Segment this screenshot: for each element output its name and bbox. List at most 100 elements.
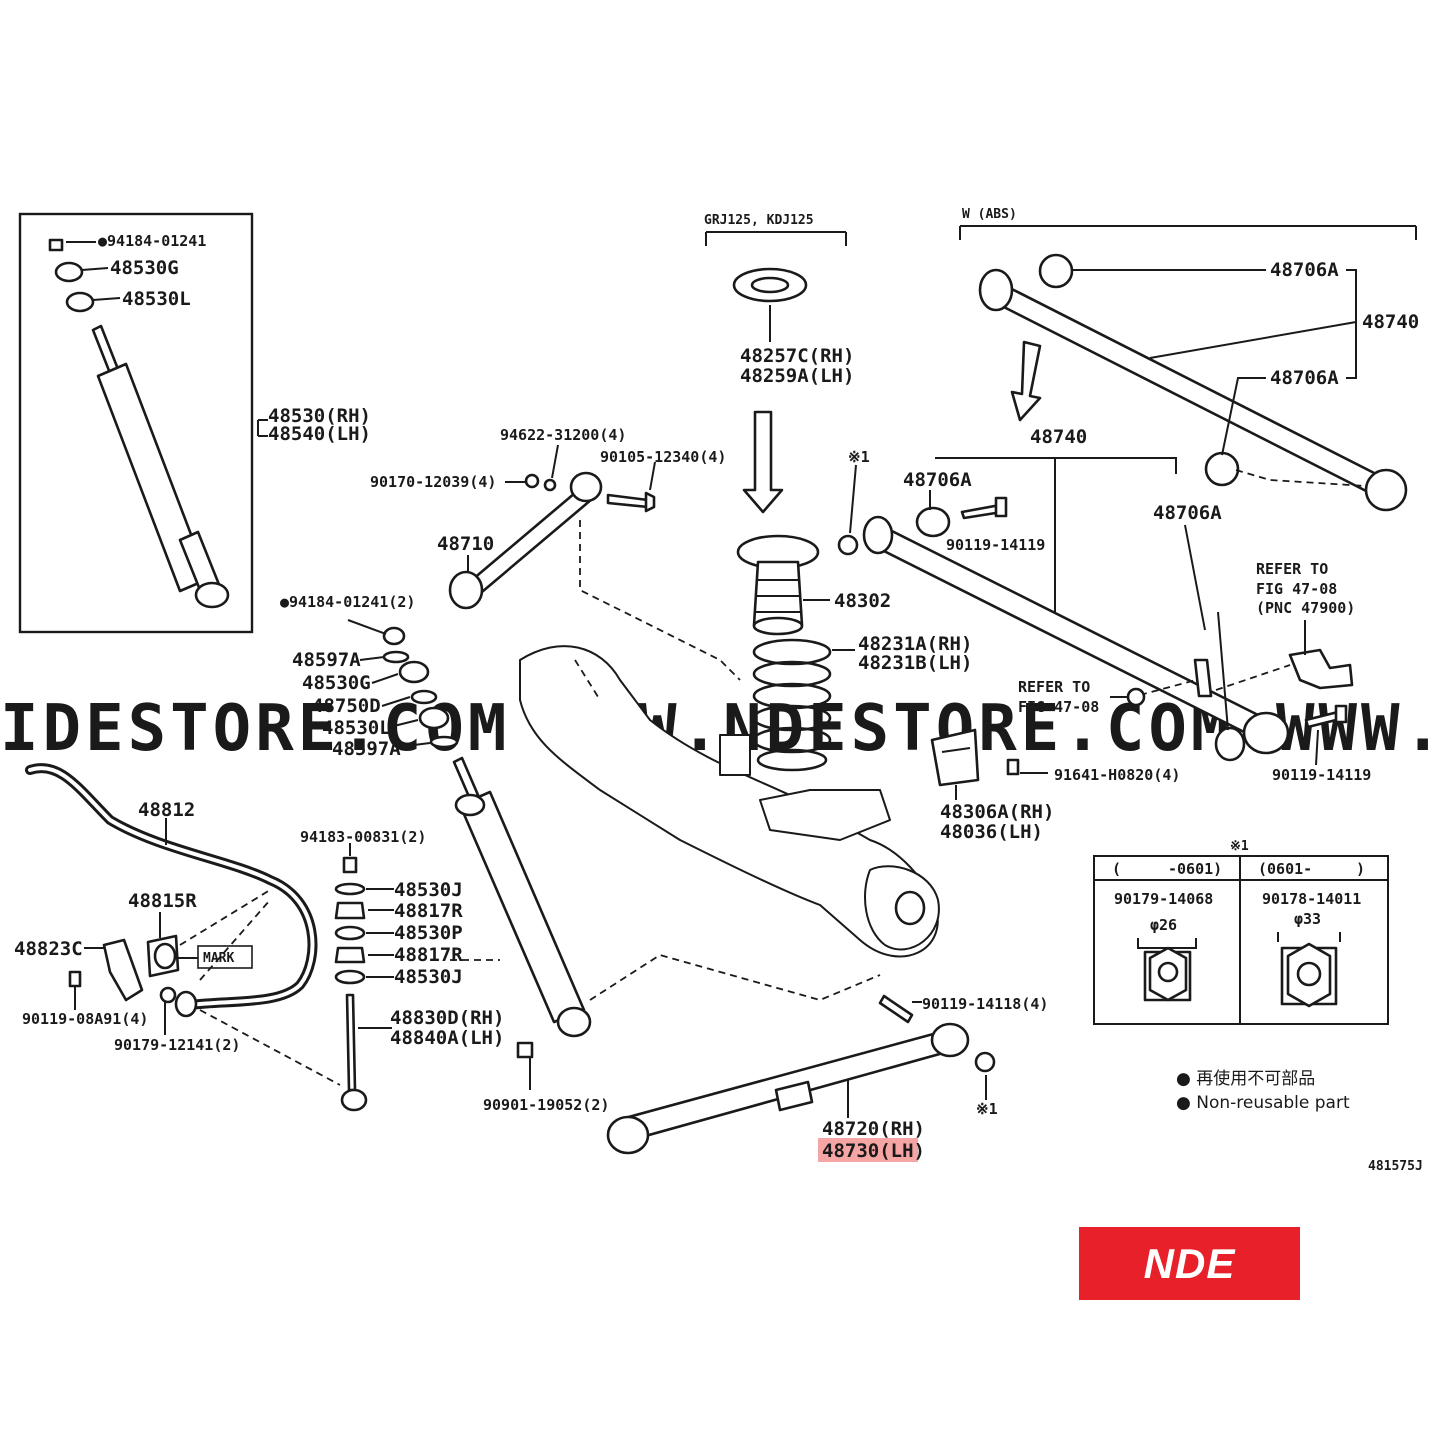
label-48710: 48710 <box>437 533 494 555</box>
label-48815r: 48815R <box>128 890 197 912</box>
label-48597a-2: 48597A <box>332 738 401 760</box>
lower-control-arm-48720[interactable] <box>606 994 970 1155</box>
label-90170: 90170-12039(4) <box>370 473 496 491</box>
assembly-arrow-center <box>742 410 784 514</box>
label-91641: 91641-H0820(4) <box>1054 766 1180 784</box>
bolt-91641[interactable] <box>1006 758 1020 776</box>
label-mark1-upper: ※1 <box>848 448 870 466</box>
table-col2-part: 90178-14011 <box>1262 890 1361 908</box>
label-90105: 90105-12340(4) <box>600 448 726 466</box>
label-94183: 94183-00831(2) <box>300 828 426 846</box>
label-48530g-top: 48530G <box>110 257 179 279</box>
highlight-48730 <box>818 1138 918 1162</box>
table-title: ※1 <box>1230 839 1249 854</box>
table-col2-size: φ33 <box>1294 910 1321 928</box>
label-48740-mid: 48740 <box>1030 426 1087 448</box>
lateral-control-rod-48710[interactable] <box>448 471 656 610</box>
label-48840a: 48840A(LH) <box>390 1027 504 1049</box>
label-48540lh: 48540(LH) <box>268 423 371 445</box>
table-col2-range: ) <box>1356 860 1365 878</box>
label-48706a-3: 48706A <box>903 469 972 491</box>
label-48812: 48812 <box>138 799 195 821</box>
stabilizer-bar-48812[interactable] <box>25 763 318 1018</box>
label-90901: 90901-19052(2) <box>483 1096 609 1114</box>
label-48530g-2: 48530G <box>302 672 371 694</box>
label-refer2-line2: FIG 47-08 <box>1018 698 1099 716</box>
shock-inset-frame <box>18 212 254 634</box>
table-col1-size: φ26 <box>1150 916 1177 934</box>
label-48530l-2: 48530L <box>322 717 391 739</box>
stabilizer-link-stack[interactable] <box>334 856 368 1112</box>
table-col1-range: -0601) <box>1168 860 1222 878</box>
bolt-90901[interactable] <box>516 1041 534 1059</box>
label-48730: 48730(LH) <box>822 1140 925 1162</box>
label-refer1-line2: FIG 47-08 <box>1256 580 1337 598</box>
rear-axle-housing <box>519 645 940 958</box>
coil-spring-48231[interactable] <box>752 638 832 772</box>
label-48823c: 48823C <box>14 938 83 960</box>
legend-japanese: ● 再使用不可部品 <box>1176 1068 1315 1089</box>
label-48530rh: 48530(RH) <box>268 405 371 427</box>
mark-tag-box <box>197 945 253 969</box>
upper-control-arm-48740-top[interactable] <box>978 253 1408 512</box>
nde-logo-badge: NDE <box>1079 1227 1300 1300</box>
spring-upper-insulator[interactable] <box>732 267 808 303</box>
label-48720: 48720(RH) <box>822 1118 925 1140</box>
label-48597a-1: 48597A <box>292 649 361 671</box>
bolt-refer-fig[interactable] <box>1126 687 1146 707</box>
label-48530p: 48530P <box>394 922 463 944</box>
label-refer1-line3: (PNC 47900) <box>1256 599 1355 617</box>
shock-absorber-main[interactable] <box>452 756 592 1038</box>
label-48302: 48302 <box>834 590 891 612</box>
shock-absorber-inset[interactable] <box>48 238 230 609</box>
table-col1-part: 90179-14068 <box>1114 890 1213 908</box>
label-94184-top: ●94184-01241 <box>98 232 206 250</box>
label-94622: 94622-31200(4) <box>500 426 626 444</box>
label-48231b: 48231B(LH) <box>858 652 972 674</box>
stabilizer-bracket-48823c[interactable] <box>102 938 144 1002</box>
label-48706a-1: 48706A <box>1270 259 1339 281</box>
label-48830d: 48830D(RH) <box>390 1007 504 1029</box>
upper-control-arm-48740-lower[interactable] <box>862 496 1290 762</box>
assembly-arrow-right <box>1010 340 1042 422</box>
label-48259a: 48259A(LH) <box>740 365 854 387</box>
label-48231a: 48231A(RH) <box>858 633 972 655</box>
label-94184-2: ●94184-01241(2) <box>280 593 415 611</box>
label-48817r-2: 48817R <box>394 944 463 966</box>
table-col2-range-open: (0601- <box>1258 860 1312 878</box>
figure-code: 481575J <box>1368 1159 1423 1174</box>
label-48817r-1: 48817R <box>394 900 463 922</box>
bump-stopper-48302[interactable] <box>736 534 820 636</box>
shock-mount-stack[interactable] <box>382 626 459 749</box>
label-48530l-top: 48530L <box>122 288 191 310</box>
label-90119-14118: 90119-14118(4) <box>922 995 1048 1013</box>
lateral-rod-bracket-48306[interactable] <box>930 728 980 787</box>
label-48530j-2: 48530J <box>394 966 463 988</box>
label-48257c: 48257C(RH) <box>740 345 854 367</box>
label-90119-14119-a: 90119-14119 <box>946 536 1045 554</box>
label-48706a-2: 48706A <box>1270 367 1339 389</box>
table-col1-range-open: ( <box>1112 860 1121 878</box>
label-48706a-4: 48706A <box>1153 502 1222 524</box>
label-48530j-1: 48530J <box>394 879 463 901</box>
nut-mark1-upper[interactable] <box>837 534 859 556</box>
label-refer1-line1: REFER TO <box>1256 560 1328 578</box>
label-90119-14119-b: 90119-14119 <box>1272 766 1371 784</box>
label-mark1-lower: ※1 <box>976 1100 998 1118</box>
legend-english: ● Non-reusable part <box>1176 1093 1350 1113</box>
stabilizer-bushing-48815r[interactable] <box>146 934 180 978</box>
group-grj125: GRJ125, KDJ125 <box>704 213 814 228</box>
nde-logo-text: NDE <box>1143 1239 1236 1287</box>
nut-spec-table: ( -0601) (0601- ) 90179-14068 90178-1401… <box>1093 855 1389 1025</box>
label-90119-08a91: 90119-08A91(4) <box>22 1010 148 1028</box>
label-48740-top: 48740 <box>1362 311 1419 333</box>
label-mark-tag: MARK <box>203 951 234 966</box>
group-w-abs: W (ABS) <box>962 207 1017 222</box>
nut-mark1-lower[interactable] <box>974 1051 996 1073</box>
label-48750d: 48750D <box>312 695 381 717</box>
abs-sensor-bracket[interactable] <box>1288 620 1354 690</box>
label-refer2-line1: REFER TO <box>1018 678 1090 696</box>
label-48306a: 48306A(RH) <box>940 801 1054 823</box>
